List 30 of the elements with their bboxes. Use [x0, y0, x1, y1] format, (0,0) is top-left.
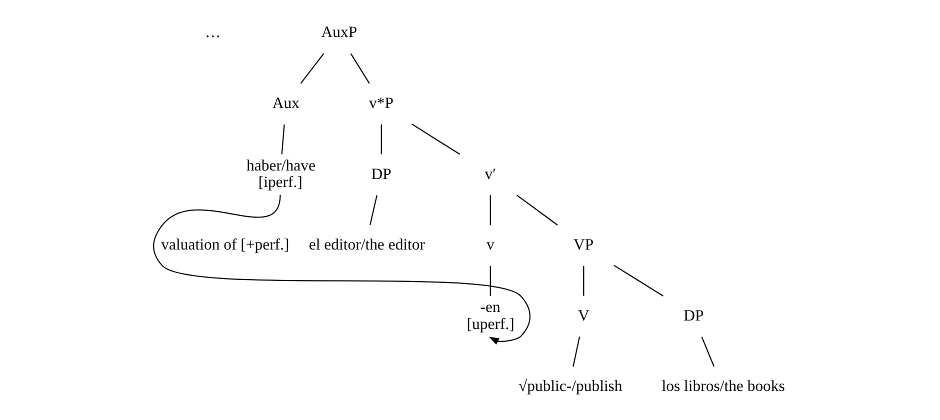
- connector: [300, 53, 324, 84]
- node-text: DP: [371, 166, 392, 183]
- node-text: Aux: [272, 94, 300, 112]
- node-text: V: [578, 307, 590, 324]
- connector: [701, 336, 715, 367]
- connector: [411, 124, 460, 155]
- node-text: DP: [684, 307, 704, 324]
- node-text: v: [486, 236, 494, 254]
- node-text: haber/have [iperf.]: [246, 157, 316, 192]
- connector: [281, 124, 285, 154]
- connector: [572, 336, 580, 367]
- node-text: AuxP: [321, 24, 358, 42]
- label: …: [204, 24, 221, 42]
- connector: [583, 266, 584, 296]
- connector: [516, 194, 558, 226]
- edge-label: valuation of [+perf.]: [161, 236, 290, 254]
- connector: [370, 195, 378, 226]
- node-text: v′: [484, 166, 496, 183]
- node-text: -en [uperf.]: [466, 298, 514, 333]
- node-text: los libros/the books: [662, 378, 785, 396]
- connector: [490, 266, 491, 296]
- arrow: [153, 194, 530, 345]
- node-text: √public-/publish: [518, 378, 622, 396]
- node-text: VP: [574, 236, 594, 254]
- connector: [614, 264, 664, 296]
- connector: [350, 53, 370, 84]
- node-text: v*P: [369, 94, 394, 112]
- node-text: el editor/the editor: [308, 236, 426, 254]
- connector: [490, 195, 491, 225]
- connector: [380, 124, 382, 154]
